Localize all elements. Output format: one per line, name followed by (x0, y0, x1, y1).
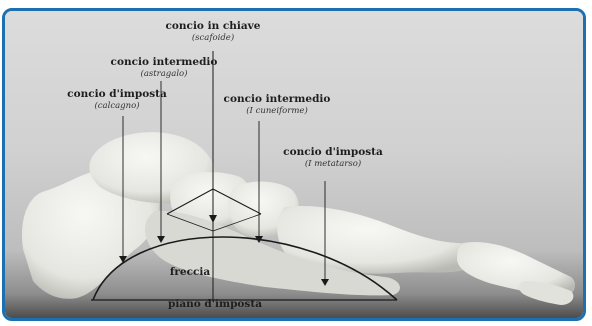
intermediate-left-label: concio intermedio (99, 56, 229, 68)
intermediate-right-bone-label: (I cuneiforme) (212, 106, 342, 116)
abutment-left-bone-label: (calcagno) (57, 101, 177, 111)
abutment-right-label: concio d'imposta (273, 146, 393, 158)
figure-frame: concio in chiave (scafoide) concio inter… (2, 8, 586, 321)
intermediate-right-label: concio intermedio (212, 93, 342, 105)
keystone-label: concio in chiave (153, 20, 273, 32)
intermediate-left-bone-label: (astragalo) (99, 69, 229, 79)
rise-label: freccia (160, 266, 220, 278)
abutment-right-bone-label: (I metatarso) (273, 159, 393, 169)
keystone-bone-label: (scafoide) (153, 33, 273, 43)
base-plane-label: piano d'imposta (155, 298, 275, 310)
abutment-left-label: concio d'imposta (57, 88, 177, 100)
